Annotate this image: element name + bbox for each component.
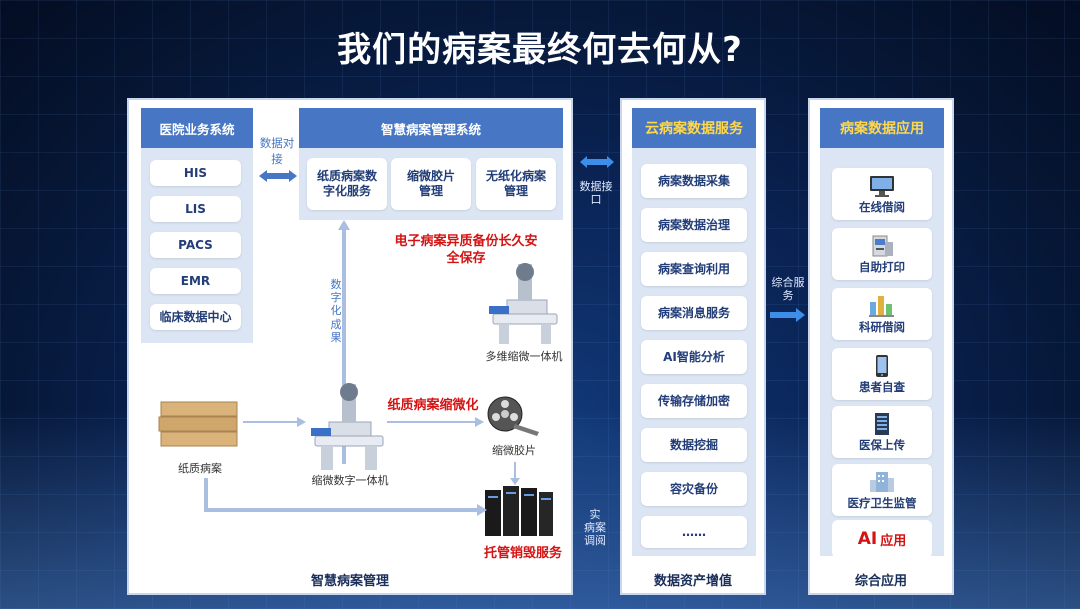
cloud-data-service-panel: 云病案数据服务 病案数据采集 病案数据治理 病案查询利用 病案消息服务 AI智能… — [620, 98, 766, 595]
mobile-phone-icon — [876, 355, 888, 377]
app-health-supervision: 医疗卫生监管 — [832, 464, 932, 516]
app-item-label: 自助打印 — [859, 260, 905, 274]
paperless-records-management: 无纸化病案管理 — [476, 158, 556, 210]
microfilm-management: 缩微胶片管理 — [391, 158, 471, 210]
records-review-label: 病案调阅 — [584, 521, 606, 547]
system-clinical-data-center: 临床数据中心 — [150, 304, 241, 330]
app-item-label: 患者自查 — [859, 380, 905, 394]
app-online-borrow: 在线借阅 — [832, 168, 932, 220]
cloud-item-disaster-backup: 容灾备份 — [641, 472, 747, 506]
system-emr: EMR — [150, 268, 241, 294]
monitor-icon — [870, 176, 894, 197]
digital-result-label: 数字化成果 — [330, 278, 342, 344]
cloud-item-govern: 病案数据治理 — [641, 208, 747, 242]
app-research-borrow: 科研借阅 — [832, 288, 932, 340]
building-icon — [870, 472, 894, 492]
smart-system-header: 智慧病案管理系统 — [299, 108, 563, 148]
main-footer: 智慧病案管理 — [310, 574, 389, 589]
multi-machine-label: 多维缩微一体机 — [485, 350, 563, 363]
hospital-systems-box: 医院业务系统 HIS LIS PACS EMR 临床数据中心 — [141, 108, 253, 343]
bidirectional-arrow-icon — [580, 156, 614, 168]
ai-prefix: AI — [857, 529, 878, 549]
data-link-label: 数据对接 — [259, 136, 295, 166]
cloud-item-more: …… — [641, 516, 747, 548]
cloud-item-message: 病案消息服务 — [641, 296, 747, 330]
hospital-systems-header: 医院业务系统 — [141, 108, 253, 148]
down-arrow-icon — [510, 462, 520, 485]
microfilm-callout: 纸质病案缩微化 — [387, 398, 479, 413]
system-his: HIS — [150, 160, 241, 186]
app-item-label: 医保上传 — [859, 438, 905, 452]
integrated-service-label: 综合服务 — [771, 276, 805, 303]
system-lis: LIS — [150, 196, 241, 222]
microfilm-label: 缩微胶片 — [492, 444, 536, 457]
research-icon — [869, 296, 894, 317]
up-arrow-icon — [338, 220, 350, 464]
cloud-footer: 数据资产增值 — [653, 574, 732, 589]
server-icon — [875, 413, 889, 435]
review-label-partial: 实 — [589, 508, 601, 521]
server-rack-icon — [485, 486, 553, 536]
right-arrow-icon — [770, 308, 805, 322]
app-patient-self-check: 患者自查 — [832, 348, 932, 400]
app-item-label: 医疗卫生监管 — [847, 496, 917, 510]
right-arrow-icon — [243, 417, 306, 427]
printer-kiosk-icon — [872, 235, 893, 257]
microfilm-reel-icon — [487, 396, 539, 436]
smart-system-box: 智慧病案管理系统 纸质病案数字化服务 缩微胶片管理 无纸化病案管理 — [299, 108, 563, 220]
app-item-label: 在线借阅 — [859, 200, 905, 214]
cloud-item-mining: 数据挖掘 — [641, 428, 747, 462]
backup-callout: 电子病案异质备份长久安全保存 — [394, 234, 538, 266]
app-footer: 综合应用 — [854, 574, 907, 589]
paper-records-label: 纸质病案 — [178, 462, 222, 475]
destroy-service-callout: 托管销毁服务 — [483, 546, 562, 561]
paper-digitization-service: 纸质病案数字化服务 — [307, 158, 387, 210]
bidirectional-arrow-icon — [259, 170, 297, 182]
multi-microfilm-machine-icon — [489, 263, 558, 344]
app-insurance-upload: 医保上传 — [832, 406, 932, 458]
right-arrow-icon — [387, 417, 484, 427]
cloud-item-ai-analysis: AI智能分析 — [641, 340, 747, 374]
microfilm-digital-machine-icon — [311, 383, 384, 470]
cloud-item-collect: 病案数据采集 — [641, 164, 747, 198]
page-title: 我们的病案最终何去何从? — [337, 30, 743, 70]
app-header: 病案数据应用 — [820, 108, 944, 148]
cloud-service-box: 云病案数据服务 病案数据采集 病案数据治理 病案查询利用 病案消息服务 AI智能… — [632, 108, 756, 556]
app-self-print: 自助打印 — [832, 228, 932, 280]
data-interface-label: 数据接口 — [579, 180, 613, 207]
records-data-app-panel: 病案数据应用 在线借阅 自助打印 科研借阅 患者自查 医保上传 医疗卫生监管 A… — [808, 98, 954, 595]
cloud-item-encryption: 传输存储加密 — [641, 384, 747, 418]
ai-label: 应用 — [880, 533, 907, 549]
app-item-label: 科研借阅 — [859, 320, 905, 334]
digital-machine-label: 缩微数字一体机 — [311, 474, 389, 487]
smart-records-panel: 医院业务系统 HIS LIS PACS EMR 临床数据中心 数据对接 智慧病案… — [127, 98, 573, 595]
cloud-item-query: 病案查询利用 — [641, 252, 747, 286]
elbow-arrow-icon — [204, 478, 487, 516]
cloud-service-header: 云病案数据服务 — [632, 108, 756, 148]
system-pacs: PACS — [150, 232, 241, 258]
paper-records-boxes-icon — [158, 401, 238, 447]
